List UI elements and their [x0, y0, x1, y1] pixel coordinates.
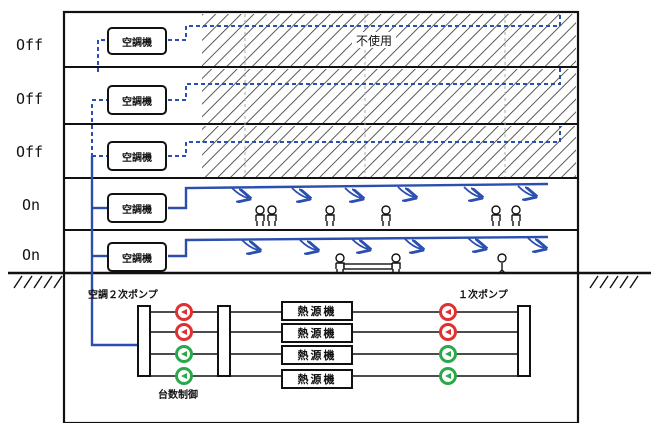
ground-line — [8, 271, 651, 289]
floor-status-2: On — [22, 196, 40, 214]
building — [62, 10, 580, 423]
primary-pump-label: １次ポンプ — [458, 288, 509, 301]
unused-label: 不使用 — [356, 33, 392, 48]
heat-source-label: 熱源機 — [298, 372, 337, 386]
header-left — [137, 305, 151, 377]
primary-pump-2[interactable] — [439, 323, 457, 341]
floor-status-4: Off — [16, 90, 43, 108]
floor-status-1: On — [22, 246, 40, 264]
secondary-pump-1[interactable] — [175, 303, 193, 321]
secondary-pump-3[interactable] — [175, 345, 193, 363]
air-handling-unit-5[interactable]: 空調機 — [107, 27, 167, 55]
ahu-label: 空調機 — [122, 36, 152, 49]
heat-source-3[interactable]: 熱源機 — [281, 345, 353, 365]
heat-source-1[interactable]: 熱源機 — [281, 301, 353, 321]
secondary-pump-label: 空調２次ポンプ — [88, 288, 159, 301]
heat-source-label: 熱源機 — [298, 348, 337, 362]
control-label: 台数制御 — [158, 388, 198, 401]
heat-source-label: 熱源機 — [298, 304, 337, 318]
air-handling-unit-4[interactable]: 空調機 — [107, 85, 167, 115]
ahu-label: 空調機 — [122, 252, 152, 265]
duct-dashed — [91, 14, 561, 157]
heat-source-2[interactable]: 熱源機 — [281, 323, 353, 343]
floor-status-3: Off — [16, 143, 43, 161]
header-mid — [217, 305, 231, 377]
ahu-label: 空調機 — [122, 203, 152, 216]
ahu-label: 空調機 — [122, 151, 152, 164]
header-right — [517, 305, 531, 377]
primary-pump-3[interactable] — [439, 345, 457, 363]
pumps — [175, 303, 457, 385]
pipes — [150, 311, 518, 377]
airflow-arrows — [231, 185, 544, 250]
unused-area — [202, 14, 576, 177]
air-handling-unit-3[interactable]: 空調機 — [107, 141, 167, 171]
duct-solid — [90, 156, 549, 347]
heat-source-label: 熱源機 — [298, 326, 337, 340]
secondary-pump-4[interactable] — [175, 367, 193, 385]
air-handling-unit-2[interactable]: 空調機 — [107, 193, 167, 223]
heat-source-4[interactable]: 熱源機 — [281, 369, 353, 389]
air-handling-unit-1[interactable]: 空調機 — [107, 242, 167, 272]
ahu-label: 空調機 — [122, 95, 152, 108]
secondary-pump-2[interactable] — [175, 323, 193, 341]
floor-status-5: Off — [16, 36, 43, 54]
people-icons — [255, 205, 521, 275]
primary-pump-4[interactable] — [439, 367, 457, 385]
primary-pump-1[interactable] — [439, 303, 457, 321]
